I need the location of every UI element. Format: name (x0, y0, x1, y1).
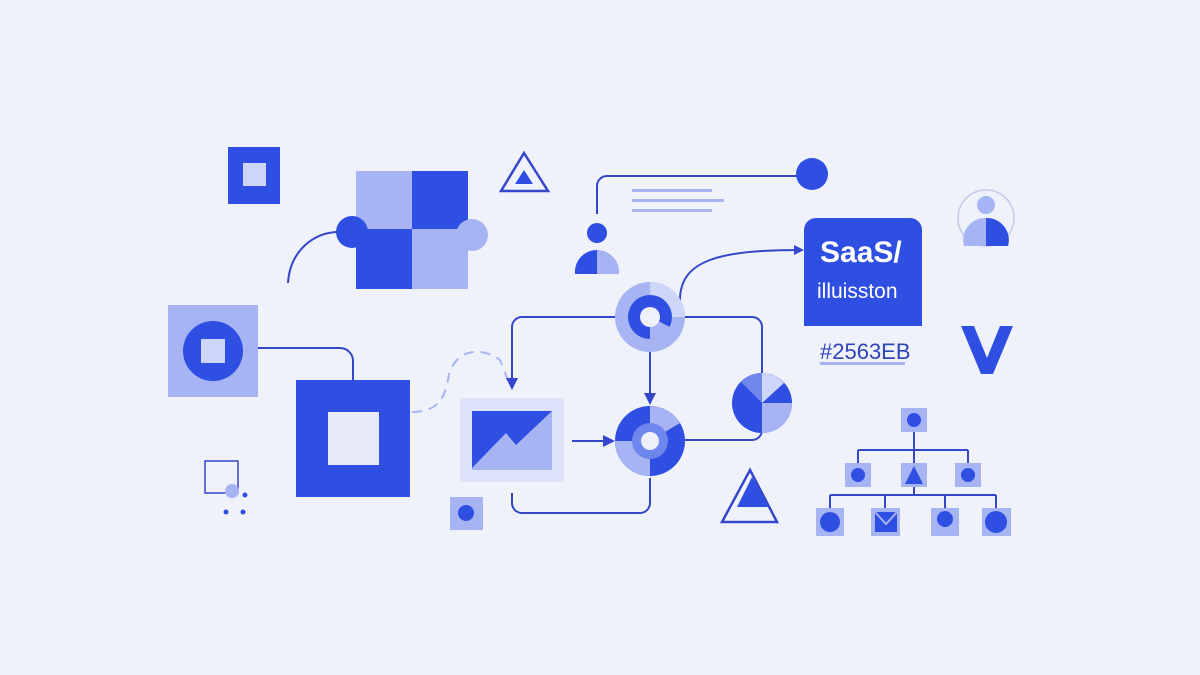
org-chart (816, 408, 1011, 536)
cursor-select-icon (204, 460, 248, 515)
card-subtitle: illuisston (817, 280, 898, 303)
avatar-icon (957, 189, 1015, 247)
donut-chart-bottom (615, 406, 685, 476)
user-icon (574, 223, 620, 274)
dot-tile (450, 497, 483, 530)
small-square-icon (228, 147, 280, 204)
chevron-down-icon (961, 326, 1013, 374)
pie-chart (732, 373, 792, 433)
checker-block (287, 171, 488, 289)
node-dot (796, 158, 828, 190)
text-lines (632, 189, 724, 212)
triangle-icon (498, 150, 551, 193)
color-label: #2563EB (820, 339, 911, 364)
circle-tile (168, 305, 354, 397)
area-chart-tile (460, 398, 564, 482)
donut-chart-top (615, 282, 685, 352)
large-square-tile (296, 350, 511, 497)
triangle-icon-bottom (719, 467, 780, 524)
saas-card: SaaS/ illuisston #2563EB (679, 218, 922, 365)
card-title: SaaS/ (820, 236, 902, 269)
